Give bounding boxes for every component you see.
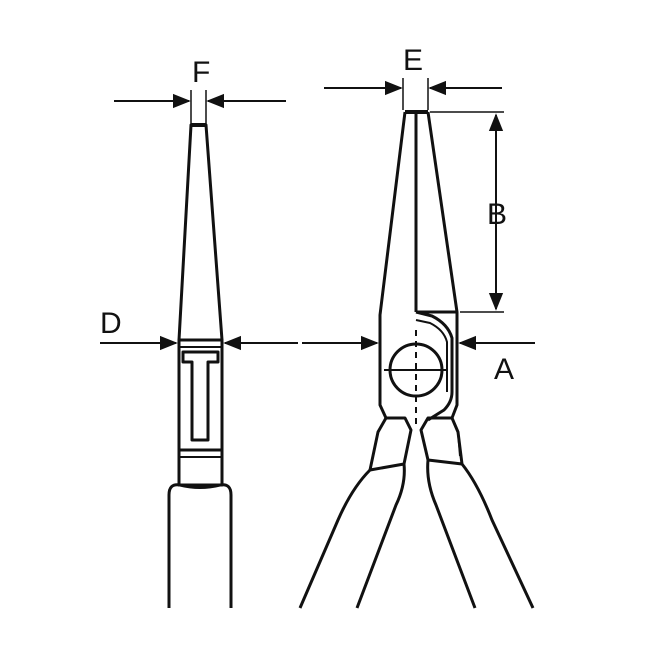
- side-view-jaw: [177, 123, 224, 342]
- label-d: D: [100, 307, 122, 340]
- front-view-jaw-right: [426, 111, 459, 419]
- label-e: E: [403, 44, 423, 77]
- side-view-neck: [177, 448, 224, 487]
- side-view: [167, 123, 233, 608]
- side-view-joint: [177, 338, 224, 452]
- front-view-jaw-left: [378, 111, 407, 419]
- label-b: B: [487, 198, 507, 231]
- side-view-handle: [167, 483, 233, 608]
- side-view-slot: [181, 350, 220, 442]
- front-view-handle-left: [298, 468, 372, 609]
- front-view-handle-right: [426, 459, 477, 609]
- label-f: F: [192, 56, 210, 89]
- front-view-collar-right: [419, 416, 464, 466]
- dimension-lines: [100, 78, 535, 351]
- front-view: [298, 110, 535, 609]
- label-a: A: [494, 353, 514, 386]
